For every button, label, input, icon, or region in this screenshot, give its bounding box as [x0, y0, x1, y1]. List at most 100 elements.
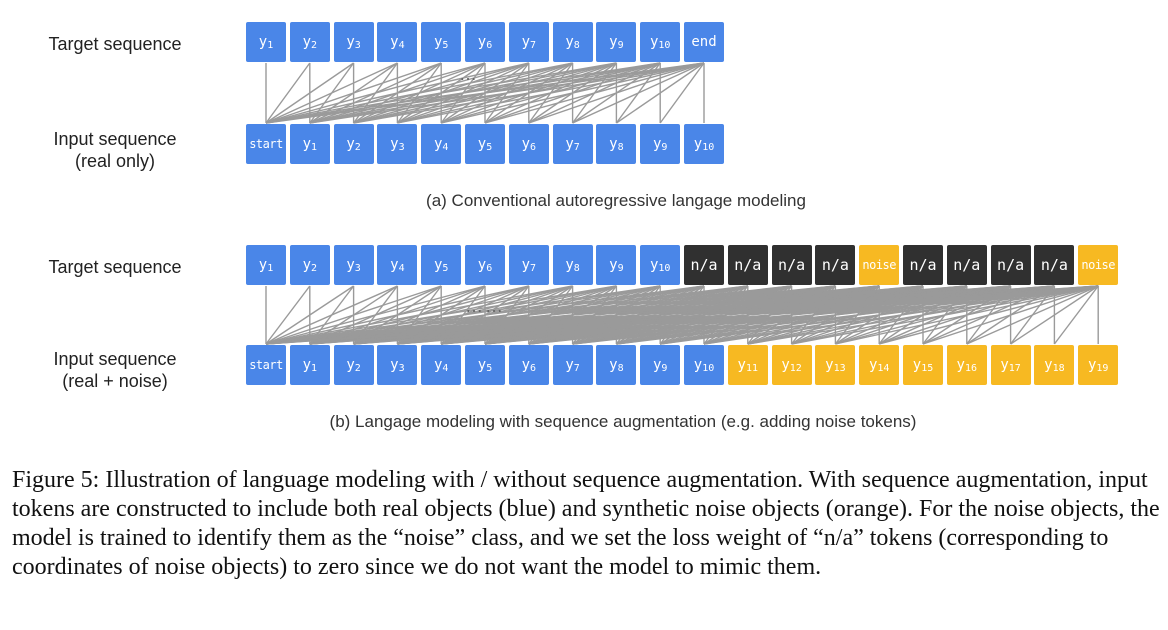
panel-b-dependency-line	[966, 285, 1099, 345]
panel-a-input-token-label: start	[249, 137, 283, 151]
panel-b-input-token-label: y8	[609, 357, 623, 374]
panel-b-target-token: n/a	[684, 245, 724, 285]
panel-b-input-token: y16	[946, 345, 987, 385]
panel-b-target-token-label: y2	[303, 257, 317, 274]
panel-b-input-token-label: y16	[957, 357, 977, 374]
panel-b-dependency-line	[747, 285, 1099, 345]
panel-b-input-token-subscript: 9	[661, 362, 668, 374]
panel-b-input-token: y3	[377, 345, 418, 385]
panel-a-target-token-subscript: 6	[486, 39, 493, 51]
panel-a-target-token: y6	[465, 22, 505, 62]
panel-b-input-token: y8	[596, 345, 637, 385]
panel-a-input-token-text: y	[521, 135, 530, 152]
panel-a-target-token: y2	[289, 22, 330, 62]
panel-a-target-token-subscript: 1	[267, 39, 274, 51]
panel-a-target-token-label: y3	[346, 34, 360, 51]
panel-b-input-token-text: y	[521, 356, 530, 373]
panel-b-target-token-text: y	[649, 256, 659, 273]
panel-a-target-token: y3	[333, 22, 374, 62]
panel-a-dependency-line	[659, 62, 705, 124]
panel-a-input-token-label: y3	[390, 136, 404, 153]
panel-a-target-label: Target sequence	[48, 34, 182, 54]
panel-b-target-token: n/a	[1034, 245, 1075, 285]
panel-b-dependency-line	[265, 285, 311, 345]
panel-b-dependency-line	[1010, 285, 1099, 345]
panel-b-input-token-subscript: 4	[442, 362, 449, 374]
panel-b-dependency-line	[265, 285, 486, 345]
panel-a-target-token: y7	[508, 22, 549, 62]
panel-a-target-token-subscript: 2	[311, 39, 318, 51]
panel-b-input-token: y10	[684, 345, 724, 385]
panel-b-input-token-text: y	[1087, 356, 1097, 373]
panel-b-target-token-subscript: 6	[486, 262, 493, 274]
panel-b-target-token-label: n/a	[997, 256, 1024, 274]
panel-b-target-token-label: n/a	[690, 256, 717, 274]
panel-b-input-label-line2: (real + noise)	[62, 371, 168, 391]
panel-a-dependency-line	[353, 62, 705, 124]
panel-a-input-token-subscript: 8	[617, 141, 624, 153]
panel-b-target-token-text: y	[390, 256, 399, 273]
panel-b-target-token: y8	[552, 245, 593, 285]
panel-b-target-token: y2	[289, 245, 330, 285]
panel-b-input-token-text: y	[693, 356, 703, 373]
panel-b-target-token-label: y7	[522, 257, 536, 274]
panel-b-input-token-label: y6	[522, 357, 536, 374]
panel-b-dependency-line	[660, 285, 1099, 345]
panel-b-target-token-text: y	[258, 256, 268, 273]
panel-a-target-token: y9	[596, 22, 637, 62]
panel-b-target-token-label: n/a	[778, 256, 805, 274]
panel-b-input-token: y15	[903, 345, 943, 385]
panel-b-dependency-line	[616, 285, 1099, 345]
panel-a-input-token-subscript: 9	[661, 141, 668, 153]
panel-a-target-token-text: y	[433, 33, 443, 50]
panel-a-dependency-line	[572, 62, 705, 124]
panel-b-input-token-label: y5	[478, 357, 492, 374]
panel-b-target-token: y3	[333, 245, 374, 285]
panel-b-dependency-line	[265, 285, 398, 345]
panel-a-input-token-text: start	[249, 137, 283, 151]
panel-b-target-token-text: n/a	[997, 256, 1025, 274]
panel-b-target-token-label: y1	[259, 257, 273, 274]
panel-b-target-token-subscript: 5	[442, 262, 449, 274]
panel-a-input-token: y10	[684, 124, 724, 164]
panel-a-target-token-label: y1	[259, 34, 273, 51]
panel-a-target-token-subscript: 4	[398, 39, 405, 51]
panel-a-target-token: y8	[552, 22, 593, 62]
panel-a-target-token-label: y4	[390, 34, 404, 51]
panel-a-input-token-subscript: 2	[354, 141, 361, 153]
panel-a-input-token-text: y	[652, 135, 662, 152]
panel-b-target-token-subscript: 10	[658, 262, 671, 274]
panel-a-caption: (a) Conventional autoregressive langage …	[426, 191, 806, 210]
panel-a-input-token-text: y	[302, 135, 311, 152]
panel-b-input-token: y17	[990, 345, 1031, 385]
panel-b-target-token: y7	[508, 245, 549, 285]
panel-b-dependency-line	[265, 285, 661, 345]
panel-b-input-token: y18	[1034, 345, 1075, 385]
panel-a-input-token-label: y7	[565, 136, 579, 153]
panel-a-target-token-subscript: 10	[658, 39, 671, 51]
panel-b-target-token: y10	[640, 245, 681, 285]
panel-a-dependency-line	[484, 62, 705, 124]
panel-b-input-token-subscript: 5	[486, 362, 493, 374]
panel-b-target-token-text: n/a	[953, 256, 981, 274]
panel-b-target-token-text: y	[477, 256, 487, 273]
panel-b-target-token: n/a	[990, 245, 1031, 285]
panel-b-target-token-text: y	[521, 256, 530, 273]
panel-a-dependency-line	[265, 62, 442, 124]
panel-b-target-token-label: n/a	[1041, 256, 1068, 274]
panel-b-target-token-text: y	[346, 256, 355, 273]
panel-b-target-token-label: y8	[565, 257, 579, 274]
panel-b-target-token: y1	[246, 245, 286, 285]
panel-a-input-token-subscript: 5	[486, 141, 493, 153]
panel-b-dependency-line	[484, 285, 1099, 345]
panel-b-input-token-subscript: 7	[573, 362, 580, 374]
panel-a-dependency-line	[441, 62, 705, 124]
panel-a-input-token: y3	[377, 124, 418, 164]
panel-a-dependency-line	[397, 62, 705, 124]
panel-a-input-token-text: y	[346, 135, 355, 152]
panel-b-target-token-text: y	[302, 256, 311, 273]
panel-b-dependency-line	[835, 285, 1099, 345]
panel-b-target-token-subscript: 8	[573, 262, 580, 274]
panel-b-input-token-label: y2	[346, 357, 360, 374]
panel-b-input-token-label: start	[249, 358, 283, 372]
